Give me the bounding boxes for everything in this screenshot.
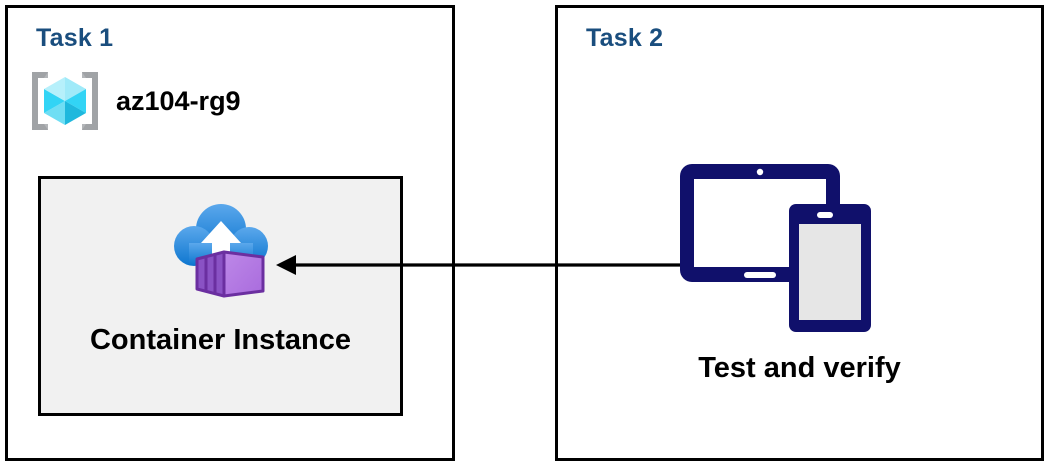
task-1-title: Task 1 (36, 24, 114, 52)
resource-group-icon (32, 72, 98, 130)
test-and-verify-label: Test and verify (698, 352, 901, 384)
container-instance-icon (173, 204, 268, 298)
task-2-title: Task 2 (586, 24, 664, 52)
resource-group-row: az104-rg9 (28, 64, 241, 138)
devices-tablet-phone-icon (680, 164, 871, 332)
container-instance-box: Container Instance (38, 176, 403, 416)
resource-group-label: az104-rg9 (116, 85, 241, 116)
container-instance-label: Container Instance (89, 324, 352, 356)
